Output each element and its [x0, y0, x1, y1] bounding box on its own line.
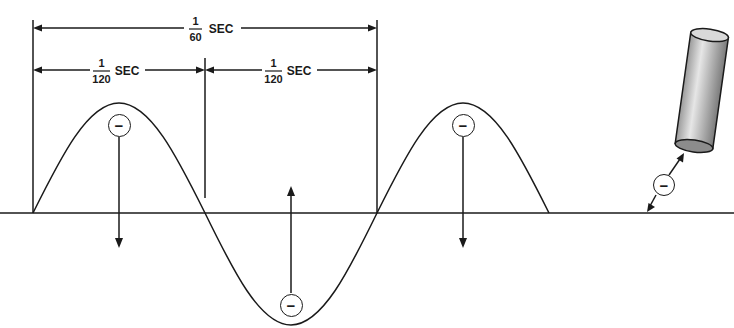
time-label: SEC: [286, 65, 313, 77]
half-period-marker: [204, 58, 206, 198]
dimension-line: [40, 27, 184, 29]
arrow-head: [33, 67, 42, 74]
arrow-head: [459, 238, 467, 248]
fraction-bar: [265, 70, 282, 71]
time-label: SEC: [208, 23, 235, 35]
tube-figure: [674, 27, 729, 155]
arrow-head: [368, 67, 377, 74]
time-label: 120: [91, 74, 111, 85]
time-label: SEC: [114, 65, 141, 77]
period-marker: [376, 20, 378, 213]
dimension-line: [241, 27, 370, 29]
time-label: 60: [188, 32, 202, 43]
time-label: 1: [191, 16, 199, 27]
arrow-head: [368, 25, 377, 32]
bounce-arrow: [650, 195, 656, 206]
charge-sign: −: [115, 118, 124, 133]
electron-circle: −: [280, 294, 303, 317]
arrow-head: [33, 25, 42, 32]
force-arrow: [462, 137, 464, 240]
arrow-head: [677, 153, 685, 163]
arrow-head: [205, 67, 214, 74]
arrow-head: [196, 67, 205, 74]
dimension-line: [40, 69, 90, 71]
charge-sign: −: [287, 298, 296, 313]
force-arrow: [290, 194, 292, 293]
base-line: [0, 212, 734, 214]
fraction-bar: [93, 70, 110, 71]
time-label: 1: [269, 58, 277, 69]
electron-circle: −: [452, 114, 475, 137]
fraction-bar: [189, 28, 202, 29]
dimension-line: [317, 69, 370, 71]
arrow-head: [115, 238, 123, 248]
dimension-line: [145, 69, 198, 71]
force-arrow: [118, 137, 120, 240]
sine-wave: [33, 103, 549, 325]
time-label: 120: [263, 74, 283, 85]
period-marker: [32, 20, 34, 213]
charge-sign: −: [459, 118, 468, 133]
bounce-arrow: [669, 159, 680, 175]
electron-circle: −: [108, 114, 131, 137]
arrow-head: [647, 203, 655, 212]
arrow-head: [287, 186, 295, 196]
charge-sign: −: [660, 178, 669, 193]
dimension-line: [212, 69, 262, 71]
electron-circle: −: [653, 174, 675, 196]
time-label: 1: [97, 58, 105, 69]
